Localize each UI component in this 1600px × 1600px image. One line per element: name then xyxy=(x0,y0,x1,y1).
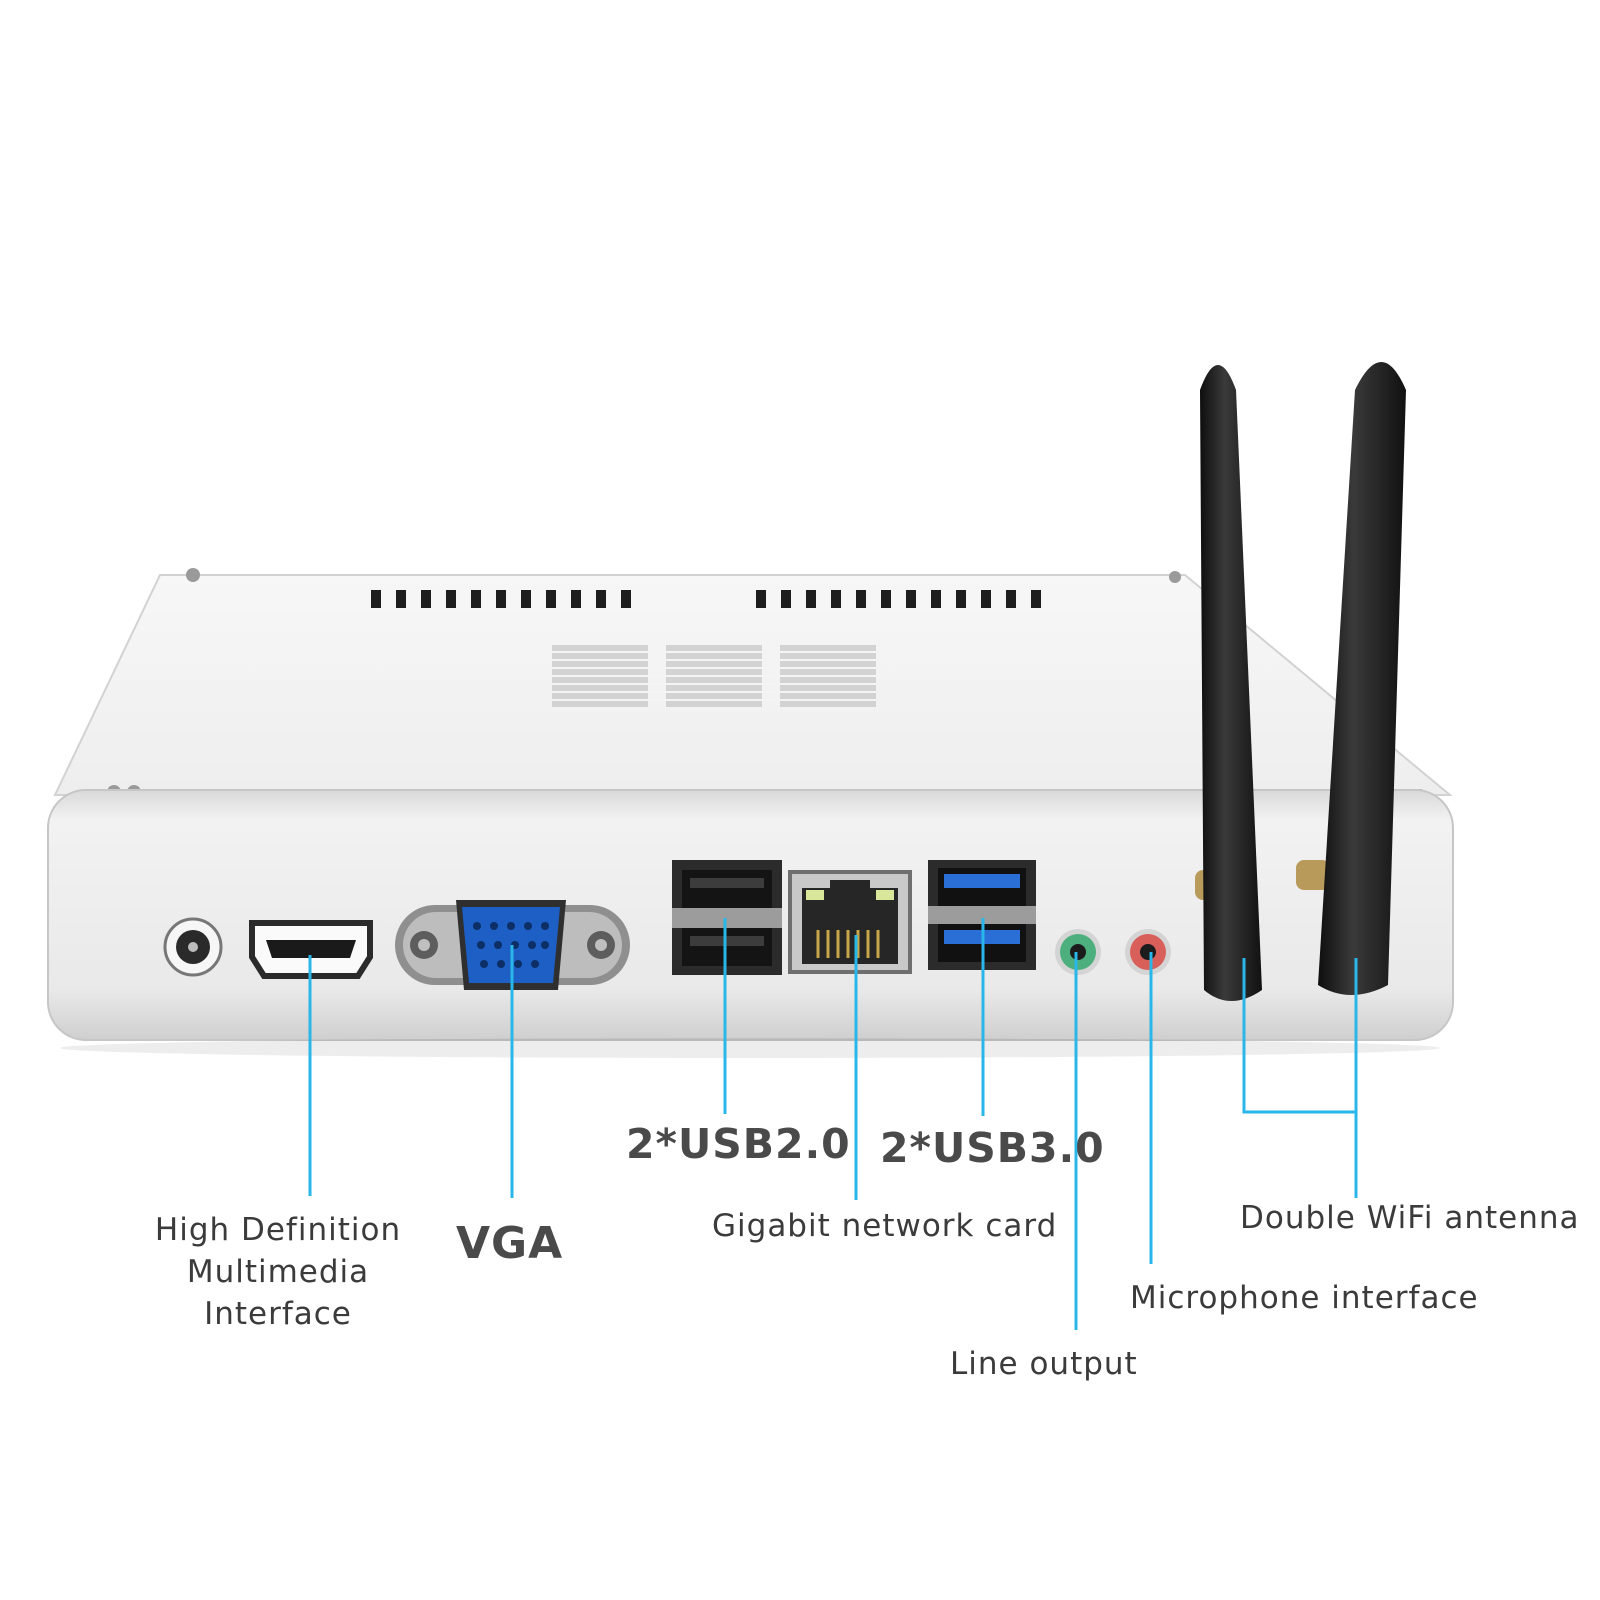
callout-line-output: Line output xyxy=(950,1346,1138,1382)
wifi-antenna-right xyxy=(1296,362,1406,995)
callout-hdmi-line2: Multimedia xyxy=(186,1253,370,1290)
dc-power-jack xyxy=(163,917,223,977)
hdmi-port xyxy=(249,920,373,979)
ethernet-port xyxy=(788,870,912,974)
microphone-jack xyxy=(1125,929,1171,975)
usb2-ports xyxy=(672,860,782,975)
callout-network-card: Gigabit network card xyxy=(712,1208,1058,1244)
callout-usb2: 2*USB2.0 xyxy=(626,1120,851,1168)
callout-hdmi-line3: Interface xyxy=(204,1295,352,1332)
callout-wifi-antenna: Double WiFi antenna xyxy=(1240,1200,1580,1236)
wifi-antenna-left xyxy=(1195,365,1262,1001)
callout-hdmi: High Definition Multimedia Interface xyxy=(148,1210,408,1336)
callout-usb3: 2*USB3.0 xyxy=(880,1124,1105,1172)
callout-lines xyxy=(308,918,1358,1330)
top-vent-slots xyxy=(371,590,1041,608)
callout-hdmi-line1: High Definition xyxy=(154,1212,402,1248)
callout-vga: VGA xyxy=(456,1218,564,1269)
callout-microphone: Microphone interface xyxy=(1130,1280,1479,1316)
chassis-top xyxy=(53,568,1453,801)
line-out-jack xyxy=(1055,929,1101,975)
